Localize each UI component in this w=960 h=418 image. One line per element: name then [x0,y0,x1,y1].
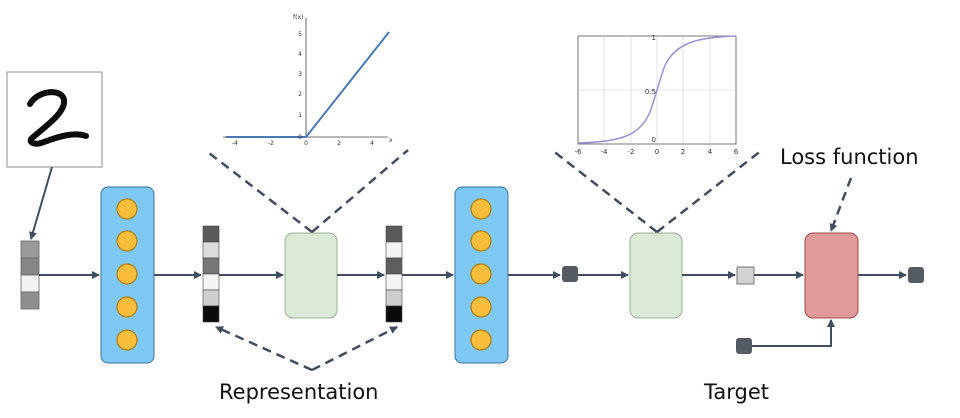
sigmoid-x-tick: -2 [628,148,635,156]
loss-output-node [908,267,924,283]
input-digit-image [6,71,103,168]
hidden-vector-2 [385,225,403,323]
sigmoid-y-tick: 0.5 [645,88,656,96]
relu-line [226,31,390,138]
neuron [116,296,138,318]
scalar-output-node [562,266,578,282]
relu-x-tick: 2 [337,140,341,147]
relu-y-tick: 1 [298,112,302,119]
neuron [116,329,138,351]
sigmoid-y-tick: 1 [652,34,656,42]
relu-y-tick: 2 [298,91,302,98]
relu-y-tick: 5 [298,31,302,38]
layer-2-neurons [470,198,492,351]
relu-x-tick: -4 [232,140,238,147]
neuron [470,296,492,318]
relu-activation-box [284,232,338,319]
neuron [116,263,138,285]
loss-function-box [804,232,859,319]
relu-y-axis-label: f(x) [293,14,303,21]
layer-1-neurons [116,198,138,351]
target-label-node [736,338,752,354]
sigmoid-x-tick: -4 [601,148,609,156]
relu-plot: f(x) x -4 -2 0 2 4 0 1 2 3 4 5 [223,14,393,147]
dashed-callouts [204,149,853,372]
representation-label: Representation [219,380,379,404]
loss-function-label: Loss function [780,145,919,169]
relu-x-axis-label: x [389,137,393,144]
prediction-node [736,266,755,285]
neuron [470,198,492,220]
neuron [116,230,138,252]
sigmoid-x-tick: 4 [708,148,713,156]
sigmoid-x-tick: 0 [655,148,659,156]
hidden-vector-1 [202,225,220,323]
neuron [470,263,492,285]
input-vector [20,240,40,310]
sigmoid-y-tick: 0 [652,136,656,144]
relu-y-tick: 4 [298,51,302,58]
relu-y-tick: 0 [298,134,302,141]
sigmoid-x-tick: 6 [734,148,739,156]
sigmoid-x-tick: -6 [575,148,583,156]
forward-arrows [29,166,907,347]
neuron [470,230,492,252]
sigmoid-activation-box [629,232,683,319]
relu-x-tick: 4 [370,140,374,147]
sigmoid-x-tick: 2 [681,148,685,156]
relu-x-tick: 0 [304,140,308,147]
sigmoid-plot: -6 -4 -2 0 2 4 6 0 0.5 1 [575,34,739,156]
neuron [116,198,138,220]
relu-x-tick: -2 [268,140,274,147]
sigmoid-line [577,35,737,144]
neuron [470,329,492,351]
target-label: Target [704,380,769,404]
relu-y-tick: 3 [298,71,302,78]
